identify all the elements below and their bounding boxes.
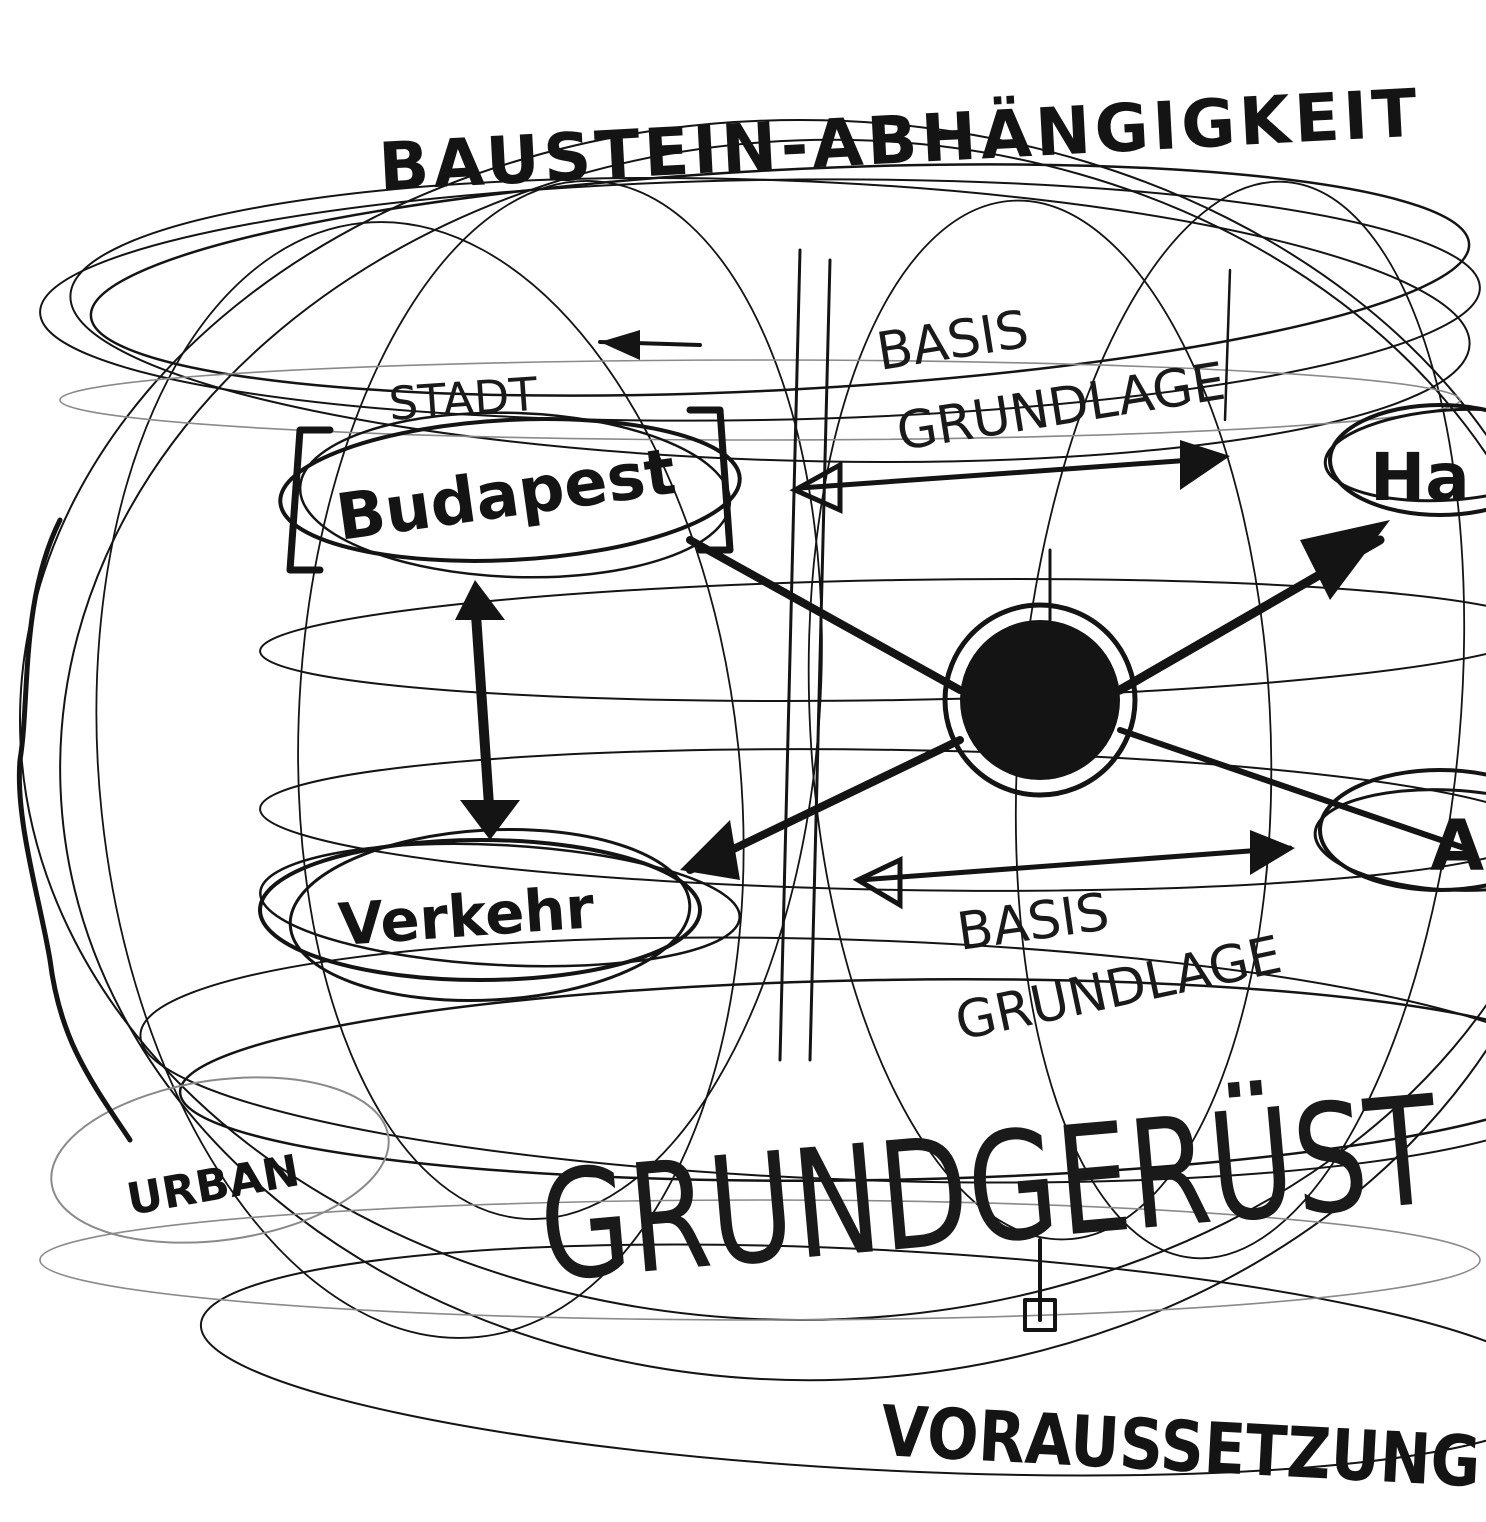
main-label: GRUNDGERÜST	[533, 1064, 1446, 1316]
urban-label: URBAN	[123, 1145, 303, 1225]
arrowhead-traffic	[680, 820, 740, 880]
right-fragment-2: A	[1430, 805, 1484, 887]
right-bracket	[690, 410, 730, 550]
city-label: STADT	[387, 367, 540, 431]
arrow-city-to-center	[690, 540, 960, 690]
traffic-node: Verkehr	[257, 820, 743, 1011]
basis-upper-line1: BASIS	[873, 300, 1033, 383]
city-name: Budapest	[332, 435, 680, 556]
central-node	[945, 605, 1135, 795]
left-margin-scribble	[19, 520, 130, 1140]
arrow-city-to-traffic	[475, 600, 490, 820]
bottom-label: VORAUSSETZUNG	[879, 1390, 1482, 1503]
city-node: STADT Budapest	[277, 367, 744, 585]
basis-lower-line1: BASIS	[953, 882, 1112, 963]
right-fragment-1: Ha	[1370, 439, 1470, 516]
traffic-label: Verkehr	[336, 873, 596, 959]
arrow-basis-lower	[860, 848, 1290, 880]
